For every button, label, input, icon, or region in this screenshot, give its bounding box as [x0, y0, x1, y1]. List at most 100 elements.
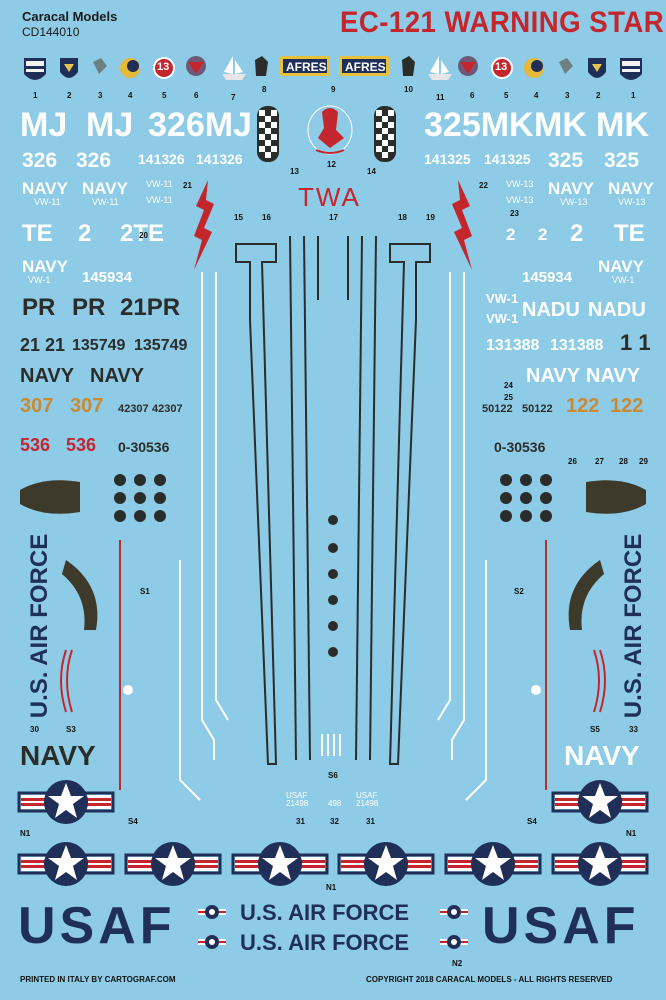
decal-vw1: VW-1: [612, 275, 635, 285]
lightning-bolt-left: [194, 180, 214, 270]
label: 1: [33, 91, 38, 100]
label: 24: [504, 381, 513, 390]
label: 23: [510, 209, 519, 218]
label: 33: [629, 725, 638, 734]
decal-vw11-small: VW-11: [146, 195, 173, 205]
label: 25: [504, 393, 513, 402]
label: N1: [626, 829, 637, 838]
afres-text-right: AFRES: [345, 60, 386, 74]
decal-326: 326: [76, 149, 112, 172]
label: 31: [366, 817, 375, 826]
label: 5: [162, 91, 167, 100]
label: 22: [479, 181, 488, 190]
nacelle-panel-left: [20, 480, 80, 514]
ship-icon-right: [428, 56, 452, 80]
roundel-n1-right: [551, 778, 649, 826]
label: S5: [590, 725, 600, 734]
label: 9: [331, 85, 336, 94]
red-arcs-left: [60, 649, 73, 713]
nacelle-panel-right: [586, 480, 646, 514]
decal-307: 307: [20, 395, 54, 417]
label: 5: [504, 91, 509, 100]
label: 12: [327, 160, 336, 169]
decal-536: 536: [66, 435, 97, 455]
label: 14: [367, 167, 376, 176]
label: S4: [527, 817, 537, 826]
decal-mk: MK: [534, 106, 587, 144]
label: 2: [596, 91, 601, 100]
eagle-badge-icon-right: [458, 56, 478, 76]
decal-122: 122: [566, 395, 600, 417]
decal-326: 326: [22, 149, 58, 172]
label: S1: [140, 587, 150, 596]
product-code: CD144010: [22, 25, 80, 39]
decal-navy-large: NAVY: [564, 740, 640, 771]
decal-vw13: VW-13: [618, 197, 646, 207]
roundel-n1-left: [17, 778, 115, 826]
decal-0-30536: 0-30536: [118, 439, 170, 455]
decal-vw1: VW-1: [486, 311, 519, 326]
label: 27: [595, 457, 604, 466]
decal-navy: NAVY: [526, 365, 581, 387]
label: 20: [139, 231, 148, 240]
decal-navy: NAVY: [20, 365, 75, 387]
decal-2: 2: [538, 225, 548, 244]
decal-2te: 2TE: [120, 220, 165, 247]
roundel-2: [124, 840, 222, 888]
label: 16: [262, 213, 271, 222]
decal-135749: 135749: [134, 337, 188, 354]
porthole-grid-right: [500, 474, 552, 522]
decal-325: 325: [548, 149, 584, 172]
label: 1: [631, 91, 636, 100]
decal-usaf-21498: USAF 21498: [356, 791, 379, 808]
badge-13-text-left: 13: [157, 61, 170, 73]
label: 18: [398, 213, 407, 222]
roundel-small: [198, 935, 226, 949]
decal-536: 536: [20, 435, 51, 455]
red-lines: [119, 540, 547, 790]
checkerboard-left: [257, 106, 279, 162]
emblem-small-icon-right: [559, 58, 573, 74]
badge-13-icon: [153, 57, 175, 79]
decal-2: 2: [78, 220, 92, 247]
roundel-1: [17, 840, 115, 888]
decal-141326: 141326: [138, 151, 185, 167]
porthole-grid-left: [114, 474, 166, 522]
badge-13-text-right: 13: [495, 61, 508, 73]
decal-navy: NAVY: [22, 179, 68, 198]
decal-50122: 50122: [522, 403, 553, 415]
decal-us-air-force: U.S. AIR FORCE: [240, 900, 410, 925]
decal-twa: TWA: [298, 182, 361, 212]
label: 26: [568, 457, 577, 466]
label: 30: [30, 725, 39, 734]
decal-navy: NAVY: [82, 179, 128, 198]
brand-name: Caracal Models: [22, 9, 118, 24]
decal-498: 498: [328, 799, 342, 808]
decal-vw13-small: VW-13: [506, 195, 534, 205]
decal-te: TE: [614, 220, 645, 247]
decal-usaf-large: USAF: [18, 897, 176, 955]
afres-badge-left: [280, 56, 330, 76]
label: 11: [436, 93, 445, 102]
label: 10: [404, 85, 413, 94]
label: 29: [639, 457, 648, 466]
lightning-bolts: [194, 180, 472, 270]
decal-326mj: 326MJ: [148, 106, 252, 144]
decal-nadu: NADU: [588, 299, 646, 321]
label: 3: [98, 91, 103, 100]
knight-icon: [255, 56, 268, 76]
label: 28: [619, 457, 628, 466]
label: 32: [330, 817, 339, 826]
decal-50122: 50122: [482, 403, 513, 415]
cowl-arc-left: [62, 560, 98, 630]
decal-141325: 141325: [424, 151, 471, 167]
decal-325: 325: [604, 149, 640, 172]
label: 7: [231, 93, 236, 102]
label: 4: [128, 91, 133, 100]
label: 17: [329, 213, 338, 222]
decal-navy: NAVY: [548, 179, 594, 198]
cowl-arc-right: [568, 560, 604, 630]
eagle-badge-icon: [186, 56, 206, 76]
wing-shield-icon: [60, 58, 78, 78]
roundel-small: [198, 905, 226, 919]
